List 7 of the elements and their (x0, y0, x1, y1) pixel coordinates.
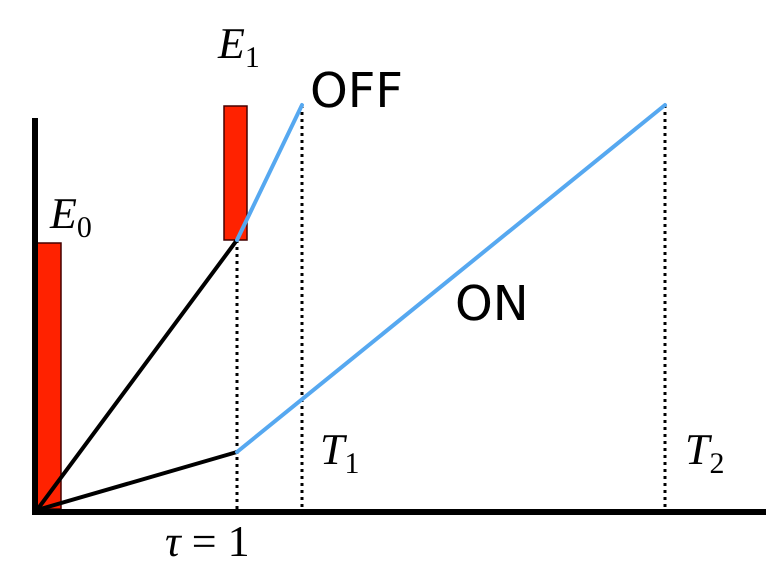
axis-label: E$_{1}$ (218, 22, 260, 73)
axis-label: E$_{0}$ (50, 192, 92, 243)
state-label: OFF (310, 67, 403, 115)
axis-label: τ = 1 (165, 520, 250, 564)
axis-label: T$_{1}$ (320, 428, 360, 479)
axis-label: T$_{2}$ (685, 428, 724, 479)
state-label: ON (455, 280, 529, 328)
